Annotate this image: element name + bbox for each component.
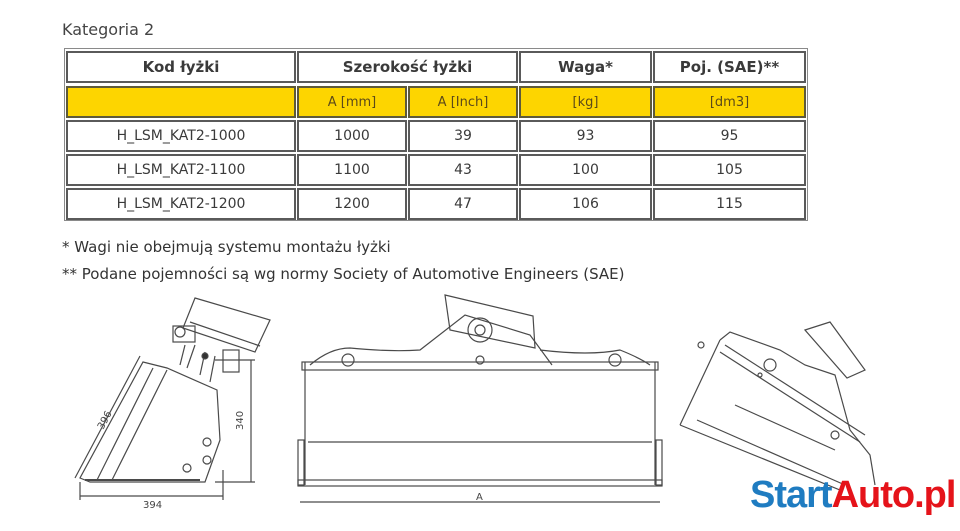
svg-text:A: A [476,492,483,503]
row1-mm: 1000 [297,120,407,152]
row3-inch: 47 [408,188,518,220]
unit-width-inch: A [Inch] [408,86,518,118]
header-weight: Waga* [519,51,652,83]
row3-kg: 106 [519,188,652,220]
row2-mm: 1100 [297,154,407,186]
unit-capacity: [dm3] [653,86,806,118]
row2-kg: 100 [519,154,652,186]
footnote-weight: * Wagi nie obejmują systemu montażu łyżk… [62,238,391,256]
bucket-isometric-drawing [679,321,876,490]
unit-code [66,86,296,118]
row1-kg: 93 [519,120,652,152]
row2-inch: 43 [408,154,518,186]
svg-text:394: 394 [143,500,162,510]
row3-dm3: 115 [653,188,806,220]
row1-dm3: 95 [653,120,806,152]
row1-inch: 39 [408,120,518,152]
footnote-capacity: ** Podane pojemności są wg normy Society… [62,265,625,283]
header-capacity: Poj. (SAE)** [653,51,806,83]
category-title: Kategoria 2 [62,20,155,39]
svg-text:340: 340 [235,411,246,430]
row2-code: H_LSM_KAT2-1100 [66,154,296,186]
header-width: Szerokość łyżki [297,51,518,83]
bucket-spec-table: Kod łyżki Szerokość łyżki Waga* Poj. (SA… [64,48,808,221]
row2-dm3: 105 [653,154,806,186]
startauto-logo: StartAuto.pl [750,474,957,516]
bucket-side-view-drawing: 396 340 394 [74,297,271,510]
unit-weight: [kg] [519,86,652,118]
row1-code: H_LSM_KAT2-1000 [66,120,296,152]
logo-part-start: Start [750,474,833,516]
row3-code: H_LSM_KAT2-1200 [66,188,296,220]
header-code: Kod łyżki [66,51,296,83]
row3-mm: 1200 [297,188,407,220]
unit-width-mm: A [mm] [297,86,407,118]
bucket-front-view-drawing: A [297,294,663,503]
logo-part-auto: Auto.pl [831,474,957,516]
